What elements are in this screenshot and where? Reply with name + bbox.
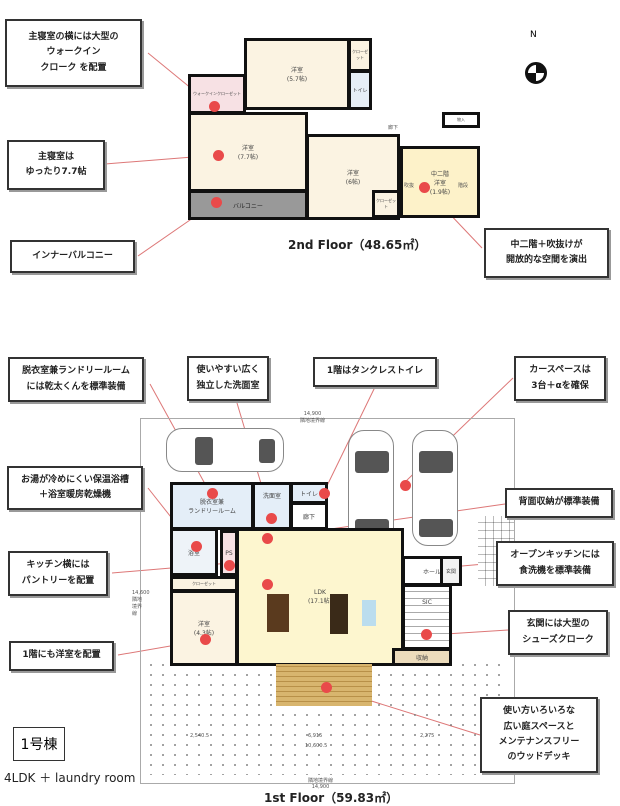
callout-master-bedroom: 主寝室は ゆったり7.7帖 <box>7 140 105 190</box>
marker-dot <box>224 560 235 571</box>
marker-dot <box>321 682 332 693</box>
marker-dot <box>262 579 273 590</box>
callout-toilet: 1階はタンクレストイレ <box>313 357 437 387</box>
room-bed: 洋室 (4.3帖) <box>170 590 238 666</box>
lot-boundary <box>140 418 515 784</box>
second-floor-title: 2nd Floor（48.65㎡） <box>288 238 427 252</box>
callout-inner-balcony: インナーバルコニー <box>10 240 135 273</box>
room-mezzanine: 中二階 洋室 (1.9帖) <box>400 146 480 218</box>
marker-dot <box>200 634 211 645</box>
dim-top: 14,900 隣地境界線 <box>300 411 326 424</box>
unit-label: 1号棟 <box>13 727 65 761</box>
room-balcony: バルコニー <box>188 190 308 220</box>
callout-laundry: 脱衣室兼ランドリールーム には乾太くんを標準装備 <box>8 357 144 402</box>
room-storage: 物入 <box>442 112 480 128</box>
callout-wic: 主寝室の横には大型の ウォークイン クローク を配置 <box>5 19 142 87</box>
room-ldk: LDK (17.1帖) <box>236 528 404 666</box>
north-label: N <box>530 30 537 40</box>
car-icon <box>412 430 458 546</box>
room-sic: SIC <box>402 584 452 650</box>
first-floor-title: 1st Floor（59.83㎡） <box>264 791 399 805</box>
dim-bottom: 隣地境界線 14,900 <box>308 778 334 790</box>
callout-shoe-closet: 玄関には大型の シューズクローク <box>508 610 608 655</box>
room-stairs: 階段 <box>458 183 469 189</box>
room-bed1: 洋室 (5.7帖) <box>244 38 350 110</box>
marker-dot <box>319 488 330 499</box>
room-closet1: クローゼット <box>348 38 372 72</box>
car-icon <box>348 430 394 546</box>
room-genkan: 玄関 <box>440 556 462 586</box>
marker-dot <box>400 480 411 491</box>
car-icon <box>166 428 284 472</box>
coffee-table <box>362 600 376 626</box>
callout-pantry: キッチン横には パントリーを配置 <box>8 551 108 596</box>
dim-3: 2,275 <box>420 733 435 739</box>
room-hall: 廊下 <box>290 502 328 530</box>
room-closet2: クローゼット <box>372 190 400 218</box>
room-toilet: トイレ <box>348 70 372 110</box>
callout-kitchen: オープンキッチンには 食洗機を標準装備 <box>496 541 614 586</box>
callout-garden-deck: 使い方いろいろな 広い庭スペースと メンテナンスフリー のウッドデッキ <box>480 697 598 773</box>
callout-back-storage: 背面収納が標準装備 <box>505 488 613 518</box>
sofa <box>330 594 348 634</box>
compass-icon <box>525 62 547 84</box>
dim-1: 2,540.5 <box>190 733 210 739</box>
dim-total: 10,600.5 <box>305 743 328 749</box>
room-void: 吹抜 <box>404 183 415 189</box>
callout-first-floor-bedroom: 1階にも洋室を配置 <box>9 641 114 671</box>
dining-table <box>267 594 289 632</box>
room-storage: 収納 <box>392 648 452 666</box>
marker-dot <box>207 488 218 499</box>
marker-dot <box>209 101 220 112</box>
marker-dot <box>262 533 273 544</box>
marker-dot <box>213 150 224 161</box>
dim-left: 14,600 隣地境界線 <box>132 590 150 617</box>
room-laundry: 脱衣室兼 ランドリールーム <box>170 482 254 530</box>
room-master: 洋室 (7.7帖) <box>188 112 308 192</box>
marker-dot <box>211 197 222 208</box>
marker-dot <box>266 513 277 524</box>
marker-dot <box>421 629 432 640</box>
room-hall: 廊下 <box>388 125 399 131</box>
marker-dot <box>191 541 202 552</box>
callout-bath: お湯が冷めにくい保温浴槽 ＋浴室暖房乾燥機 <box>7 466 143 510</box>
callout-car-space: カースペースは 3台＋αを確保 <box>514 356 606 401</box>
dim-2: 6,915 <box>308 733 323 739</box>
layout-label: 4LDK ＋ laundry room <box>4 771 136 785</box>
marker-dot <box>419 182 430 193</box>
room-bath: 浴室 <box>170 528 218 576</box>
callout-washroom: 使いやすい広く 独立した洗面室 <box>187 356 269 401</box>
callout-mezzanine: 中二階＋吹抜けが 開放的な空間を演出 <box>484 228 609 278</box>
